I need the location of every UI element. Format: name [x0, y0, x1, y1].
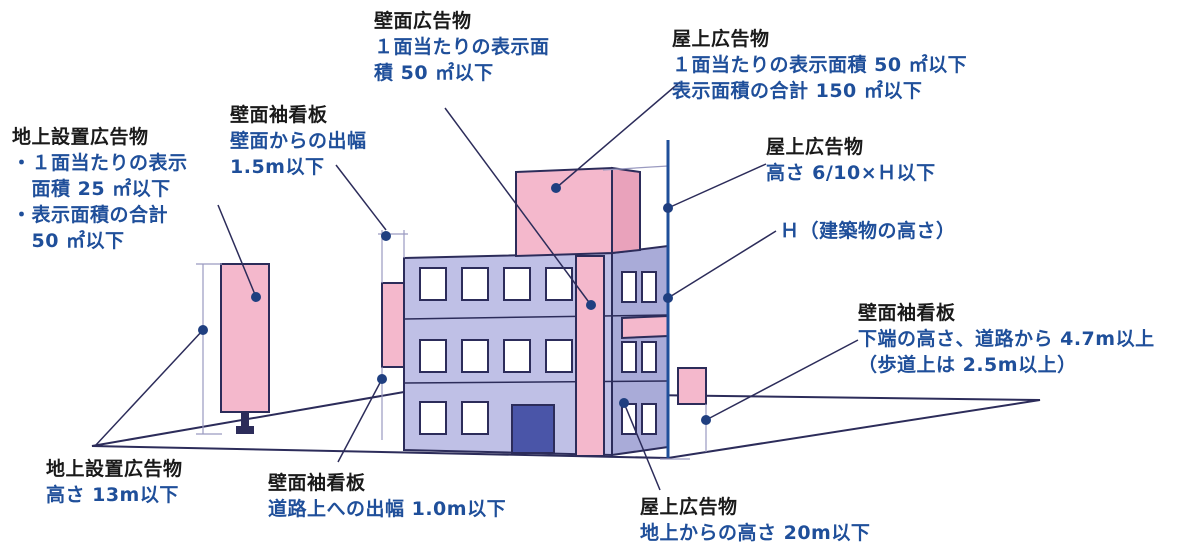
- label-ground-sign-height: 地上設置広告物 高さ 13m以下: [46, 456, 183, 508]
- leader-lines: [94, 81, 859, 491]
- label-line: 下端の高さ、道路から 4.7m以上: [858, 328, 1155, 350]
- label-line: １面当たりの表示面: [374, 36, 550, 58]
- label-line: 地上からの高さ 20m以下: [640, 522, 871, 544]
- label-title: 壁面袖看板: [230, 104, 328, 126]
- label-rooftop-height-ratio: 屋上広告物 高さ 6/10×Ｈ以下: [766, 134, 936, 186]
- wall-sign: [575, 255, 605, 457]
- label-title: 屋上広告物: [640, 496, 738, 518]
- label-wall-projecting-width: 壁面袖看板 壁面からの出幅 1.5m以下: [230, 102, 367, 180]
- door: [511, 404, 555, 454]
- ground-sign-base: [236, 426, 254, 434]
- side-windows: [621, 271, 657, 435]
- label-line: Ｈ（建築物の高さ）: [780, 220, 956, 242]
- label-rooftop-area: 屋上広告物 １面当たりの表示面積 50 ㎡以下 表示面積の合計 150 ㎡以下: [672, 26, 967, 104]
- front-windows: [419, 267, 573, 435]
- label-ground-sign-area: 地上設置広告物 ・１面当たりの表示 面積 25 ㎡以下 ・表示面積の合計 50 …: [12, 124, 188, 254]
- label-line: ・１面当たりの表示: [12, 152, 188, 174]
- label-line: 50 ㎡以下: [12, 230, 125, 252]
- label-line: 壁面からの出幅: [230, 130, 367, 152]
- label-title: 地上設置広告物: [46, 458, 183, 480]
- label-title: 地上設置広告物: [12, 126, 149, 148]
- label-line: 面積 25 ㎡以下: [12, 178, 171, 200]
- marker-dots: [198, 183, 711, 425]
- floor-line: [403, 380, 669, 384]
- floor-line: [403, 314, 669, 320]
- label-title: 壁面袖看板: [268, 472, 366, 494]
- label-wall-projecting-road: 壁面袖看板 道路上への出幅 1.0m以下: [268, 470, 506, 522]
- label-line: 積 50 ㎡以下: [374, 62, 494, 84]
- side-wall-sign: [621, 314, 669, 340]
- label-title: 壁面広告物: [374, 10, 472, 32]
- label-title: 壁面袖看板: [858, 302, 956, 324]
- ground-sign-panel: [220, 263, 270, 413]
- projecting-sign-right: [677, 367, 707, 405]
- ground-sign-post: [241, 412, 249, 426]
- label-wall-projecting-clearance: 壁面袖看板 下端の高さ、道路から 4.7m以上 （歩道上は 2.5m以上）: [858, 300, 1155, 378]
- label-wall-ad: 壁面広告物 １面当たりの表示面 積 50 ㎡以下: [374, 8, 550, 86]
- label-line: 高さ 13m以下: [46, 484, 179, 506]
- label-line: 道路上への出幅 1.0m以下: [268, 498, 507, 520]
- building-side-face: [611, 244, 669, 457]
- label-line: １面当たりの表示面積 50 ㎡以下: [672, 54, 968, 76]
- label-building-height: Ｈ（建築物の高さ）: [780, 218, 956, 244]
- label-rooftop-ground-height: 屋上広告物 地上からの高さ 20m以下: [640, 494, 870, 546]
- label-line: 1.5m以下: [230, 156, 325, 178]
- label-line: ・表示面積の合計: [12, 204, 169, 226]
- projecting-sign-left: [381, 282, 405, 368]
- label-line: 高さ 6/10×Ｈ以下: [766, 162, 936, 184]
- label-title: 屋上広告物: [766, 136, 864, 158]
- label-line: （歩道上は 2.5m以上）: [858, 354, 1077, 376]
- label-title: 屋上広告物: [672, 28, 770, 50]
- label-line: 表示面積の合計 150 ㎡以下: [672, 80, 923, 102]
- rooftop-sign-side: [611, 166, 641, 255]
